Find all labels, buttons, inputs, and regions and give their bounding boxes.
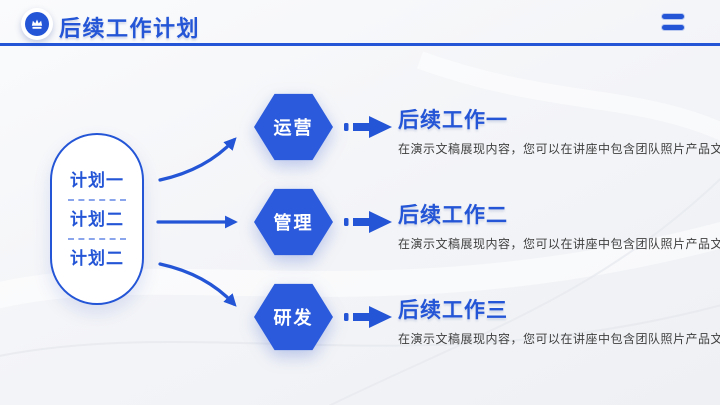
row-heading: 后续工作二 — [398, 204, 508, 227]
row-body: 在演示文稿展现内容，您可以在讲座中包含团队照片产品文字 — [398, 237, 720, 251]
block-arrow-icon — [344, 306, 392, 328]
menu-bar-top — [662, 14, 684, 19]
crown-icon — [25, 12, 49, 36]
row-heading: 后续工作一 — [398, 109, 508, 132]
dashed-divider — [68, 237, 126, 240]
hexagon-label: 运营 — [273, 118, 314, 138]
page-title: 后续工作计划 — [59, 16, 201, 41]
hexagon-label: 研发 — [273, 308, 314, 328]
header-underline — [0, 43, 720, 46]
row-body: 在演示文稿展现内容，您可以在讲座中包含团队照片产品文字 — [398, 142, 720, 156]
plan-pill: 计划一 计划二 计划二 — [50, 133, 144, 305]
hexagon-management: 管理 — [254, 186, 333, 258]
arrow-to-hex-3 — [158, 262, 237, 307]
row-body: 在演示文稿展现内容，您可以在讲座中包含团队照片产品文字 — [398, 332, 720, 346]
row-text-3: 后续工作三 在演示文稿展现内容，您可以在讲座中包含团队照片产品文字 — [398, 294, 720, 347]
title-badge — [21, 8, 53, 40]
plan-item-1: 计划一 — [70, 170, 124, 190]
hexagon-rd: 研发 — [254, 281, 333, 353]
row-text-1: 后续工作一 在演示文稿展现内容，您可以在讲座中包含团队照片产品文字 — [398, 104, 720, 157]
row-heading: 后续工作三 — [398, 299, 508, 322]
plan-item-3: 计划二 — [70, 248, 124, 268]
menu-bar-bottom — [662, 25, 684, 30]
block-arrow-icon — [344, 211, 392, 233]
dashed-divider — [68, 198, 126, 201]
arrow-to-hex-1 — [158, 137, 237, 182]
hexagon-operations: 运营 — [254, 91, 333, 163]
row-text-2: 后续工作二 在演示文稿展现内容，您可以在讲座中包含团队照片产品文字 — [398, 199, 720, 252]
connector-arrows — [156, 137, 238, 307]
block-arrow-icon — [344, 116, 392, 138]
menu-equals-icon[interactable] — [662, 14, 684, 30]
plan-item-2: 计划二 — [70, 209, 124, 229]
hexagon-label: 管理 — [273, 213, 314, 233]
